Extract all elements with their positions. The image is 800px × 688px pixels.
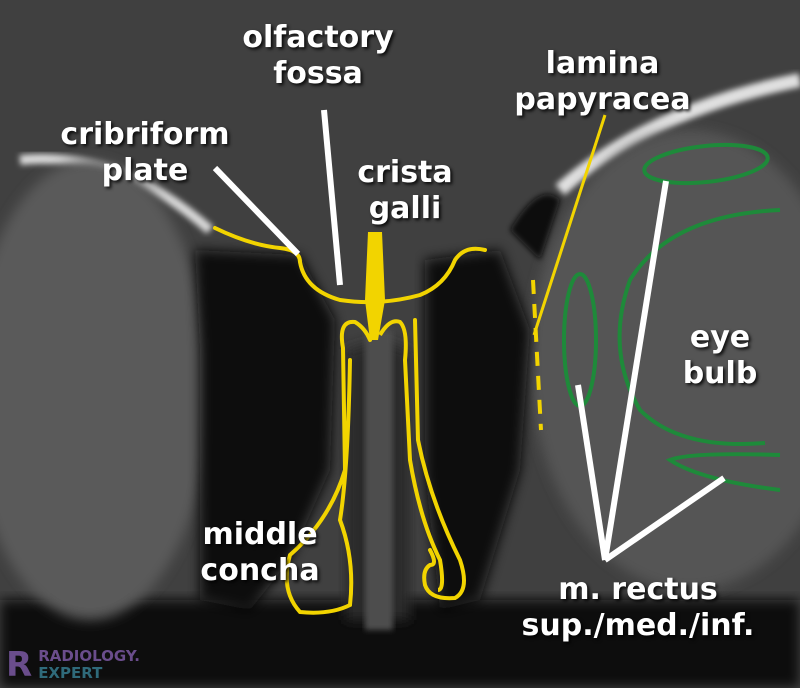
label-cribriform-plate: cribriform plate bbox=[60, 117, 230, 188]
middle-concha-left-outline bbox=[284, 319, 372, 615]
logo-line1: RADIOLOGY. bbox=[38, 647, 140, 665]
m-rectus-pointer-inf bbox=[603, 475, 726, 563]
lamina-papyracea-pointer bbox=[532, 114, 607, 336]
cribriform-plate-outline bbox=[213, 226, 487, 305]
label-middle-concha: middle concha bbox=[200, 517, 320, 588]
eye-bulb-outline bbox=[617, 208, 781, 447]
m-rectus-pointer-sup bbox=[602, 180, 669, 561]
label-crista-galli: crista galli bbox=[357, 155, 453, 226]
middle-concha-right-outline bbox=[413, 318, 466, 601]
m-rectus-superior-outline bbox=[642, 142, 770, 186]
label-m-rectus: m. rectus sup./med./inf. bbox=[521, 572, 755, 643]
olfactory-fossa-pointer bbox=[321, 109, 343, 286]
cribriform-plate-pointer bbox=[212, 165, 301, 257]
label-lamina-papyracea: lamina papyracea bbox=[514, 46, 691, 117]
m-rectus-pointer-med bbox=[575, 384, 608, 561]
m-rectus-inferior-outline bbox=[665, 452, 781, 492]
label-olfactory-fossa: olfactory fossa bbox=[242, 20, 394, 91]
lamina-papyracea-dashed bbox=[531, 279, 543, 431]
label-eye-bulb: eye bulb bbox=[682, 320, 758, 391]
logo-mark-icon: R bbox=[6, 645, 33, 685]
logo-line2: EXPERT bbox=[38, 664, 103, 682]
crista-galli-shape bbox=[365, 232, 385, 340]
radiology-expert-logo: R RADIOLOGY. EXPERT bbox=[6, 646, 140, 684]
